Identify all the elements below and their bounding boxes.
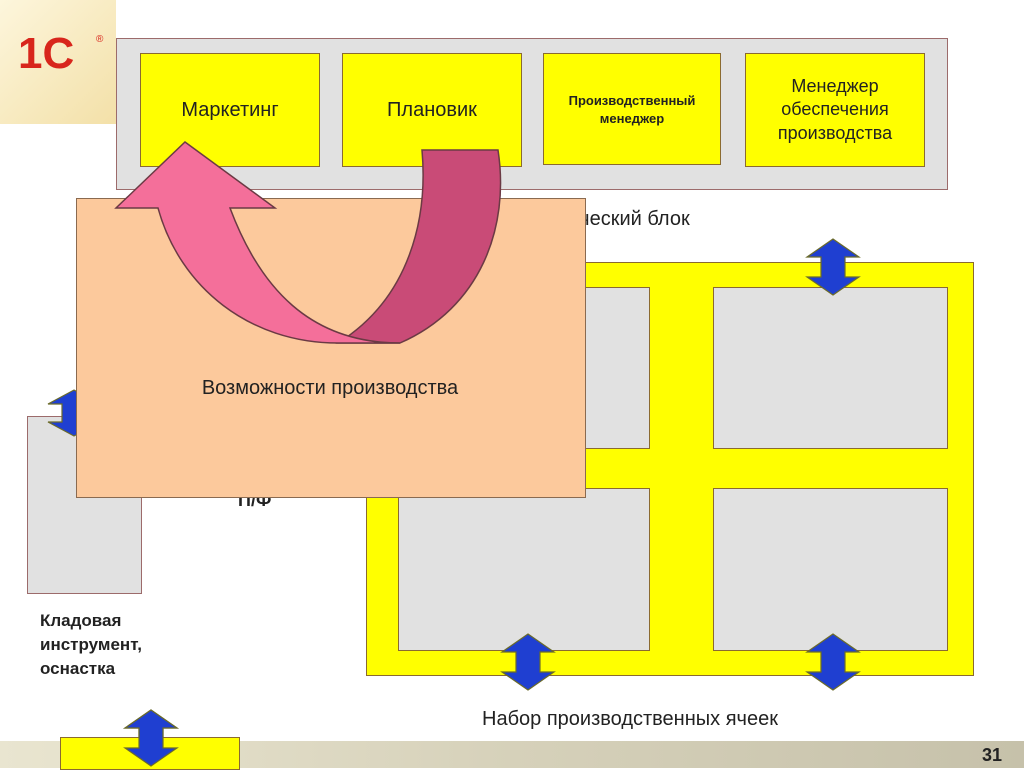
double-vertical-arrow-icon [500,633,556,691]
top-block-caption: ический блок [568,208,690,230]
production-capabilities-label: Возможности производства [201,377,459,399]
production-cell [713,287,948,449]
storage-label: Кладовая инструмент, оснастка [40,609,142,680]
double-vertical-arrow-icon [123,709,179,767]
supply-manager-box: Менеджер обеспечения производства [745,53,925,167]
page-number: 31 [981,745,1002,765]
production-manager-label: Производственный менеджер [568,93,696,126]
logo-background [0,0,116,124]
planner-label: Плановик [387,98,477,121]
marketing-box: Маркетинг [140,53,320,167]
curved-u-turn-arrow-icon [114,141,502,344]
storage-label-line: инструмент, [40,634,142,654]
production-manager-box: Производственный менеджер [543,53,721,165]
planner-box: Плановик [342,53,522,167]
production-capabilities-overlay [76,198,586,498]
logo-text: 1С [18,29,74,78]
cells-caption: Набор производственных ячеек [482,708,778,730]
double-vertical-arrow-icon [805,633,861,691]
marketing-label: Маркетинг [181,98,279,121]
double-vertical-arrow-icon [805,238,861,296]
production-cell [713,488,948,651]
logo-registered-mark: ® [96,34,104,45]
storage-label-line: Кладовая [40,611,122,630]
logo-1c: 1С ® [18,29,104,78]
production-cell [398,488,650,651]
supply-manager-label: Менеджер обеспечения производства [777,75,893,143]
storage-label-line: оснастка [40,658,116,678]
